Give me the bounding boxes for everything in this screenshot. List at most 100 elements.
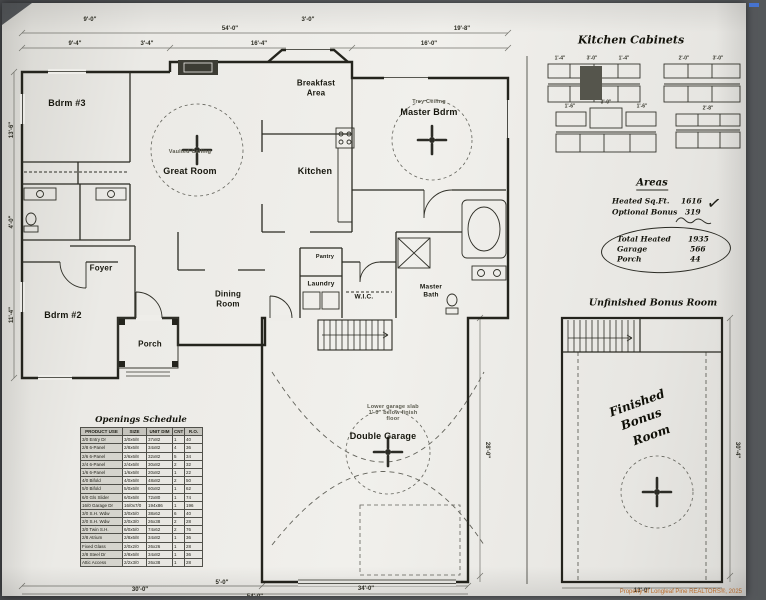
- room-label-breakfast-2: Area: [306, 88, 326, 98]
- room-label-double-garage: Double Garage: [349, 431, 417, 442]
- schedule-cell: 36: [184, 533, 203, 543]
- kitchen-cabinet-elevations: [547, 63, 741, 153]
- schedule-cell: 4/0x6/8: [122, 476, 147, 486]
- schedule-cell: 2/6x6/8: [122, 451, 147, 461]
- door-swings: [59, 189, 453, 321]
- dim-label: 4'-0": [9, 215, 15, 229]
- schedule-cell: 5/0x6/8: [122, 484, 147, 494]
- ceiling-fan-icon: [416, 124, 448, 156]
- cabinet-dim: 3'-0": [600, 99, 612, 106]
- schedule-cell: 1: [172, 541, 185, 551]
- schedule-cell: 38x62: [146, 508, 173, 519]
- schedule-cell: 5/0 Bifold: [80, 484, 123, 494]
- schedule-cell: 16/0x7/0: [122, 500, 147, 510]
- garage-door-opening: [298, 577, 456, 586]
- schedule-cell: 2/2x3/0: [122, 557, 147, 568]
- schedule-cell: 32x82: [146, 451, 173, 461]
- openings-schedule-title: Openings Schedule: [95, 415, 187, 425]
- areas-circled-label: Porch: [617, 254, 642, 264]
- ceiling-fan-icon: [641, 476, 673, 508]
- dashed-lines: [150, 99, 707, 582]
- watermark-text: Property of Longleaf Pine REALTORS®, 202…: [619, 589, 742, 595]
- schedule-header-cell: PRODUCT USE: [80, 426, 123, 437]
- dim-label: 34'-0": [357, 586, 375, 592]
- room-label-wic: W.I.C.: [354, 293, 374, 301]
- schedule-cell: 1: [172, 500, 185, 510]
- schedule-cell: 2/4 6-Panel: [80, 459, 123, 469]
- handwritten-scribble: [675, 217, 712, 225]
- schedule-header-cell: UNIT DIM: [146, 426, 173, 437]
- cabinet-dim: 1'-4": [554, 55, 566, 62]
- windows: [20, 47, 510, 380]
- note-garage-slab-1: Lower garage slab: [367, 403, 419, 410]
- schedule-cell: 1: [172, 484, 185, 494]
- dim-label: 30'-0": [131, 587, 149, 593]
- schedule-cell: 36: [184, 443, 203, 453]
- areas-circled-label: Total Heated: [617, 234, 671, 244]
- schedule-cell: 22: [184, 467, 203, 478]
- dim-label: 5'-0": [215, 580, 229, 586]
- schedule-cell: 34x82: [146, 533, 173, 543]
- dim-label: 9'-4": [68, 41, 82, 47]
- cabinet-dim: 3'-0": [712, 55, 724, 62]
- room-label-kitchen: Kitchen: [297, 166, 333, 177]
- dim-label: 30'-4": [734, 441, 740, 459]
- interior-walls: [22, 72, 506, 318]
- floorplan-linework: [10, 29, 741, 595]
- room-label-master-bath-2: Bath: [423, 291, 439, 299]
- schedule-cell: 62: [184, 484, 203, 494]
- dim-label: 54'-0": [247, 594, 263, 596]
- note-garage-slab-2: 1'-0" below finish: [368, 409, 418, 416]
- cabinet-dim: 1'-4": [618, 55, 630, 62]
- schedule-cell: 2: [172, 476, 185, 486]
- schedule-cell: 16/0 Garage Dr: [80, 500, 123, 510]
- blueprint-paper: Bdrm #3 Vaulted Ceiling Great Room Kitch…: [2, 3, 746, 596]
- schedule-header-cell: CNT: [172, 426, 185, 437]
- room-label-great-room: Great Room: [163, 166, 217, 177]
- room-label-laundry: Laundry: [307, 280, 335, 288]
- schedule-cell: 48x82: [146, 476, 173, 486]
- schedule-cell: 72x80: [146, 492, 173, 502]
- schedule-cell: Fixed Glass: [80, 541, 123, 551]
- schedule-cell: 34: [184, 451, 203, 461]
- schedule-cell: 2/8 Atrium: [80, 533, 123, 543]
- dim-label: 11'-4": [9, 307, 15, 323]
- schedule-cell: 6/0x5/0: [122, 525, 147, 535]
- areas-circled-value: 1935: [688, 234, 709, 244]
- blueprint-content: Bdrm #3 Vaulted Ceiling Great Room Kitch…: [2, 3, 746, 596]
- dim-label: 13'-0": [633, 588, 651, 594]
- dim-label: 3'-4": [140, 41, 154, 47]
- room-label-dining-2: Room: [216, 299, 240, 309]
- schedule-cell: 2/8 6-Panel: [80, 443, 123, 453]
- schedule-cell: 5: [172, 451, 185, 461]
- note-garage-slab-3: floor: [386, 415, 400, 422]
- schedule-cell: 3/0 Twin S.H.: [80, 525, 123, 535]
- schedule-cell: 2/6 6-Panel: [80, 451, 123, 461]
- schedule-cell: 3/0x5/0: [122, 508, 147, 519]
- room-label-master-bdrm: Master Bdrm: [400, 107, 458, 118]
- schedule-cell: 1: [172, 467, 185, 478]
- dim-label: 3'-0": [301, 17, 315, 23]
- schedule-cell: 32: [184, 459, 203, 469]
- room-label-bdrm2: Bdrm #2: [44, 310, 82, 321]
- schedule-cell: 2/0 S.H. Wdw: [80, 517, 123, 527]
- cabinet-dim: 1'-6": [636, 103, 648, 110]
- schedule-cell: 4: [172, 443, 185, 453]
- schedule-cell: 26x26: [146, 541, 173, 551]
- ceiling-fan-icon: [372, 436, 404, 468]
- schedule-cell: 1: [172, 435, 185, 445]
- dim-label: 28'-0": [484, 441, 490, 459]
- schedule-cell: 36: [184, 549, 203, 560]
- schedule-cell: 2/4x6/8: [122, 459, 147, 469]
- areas-title: Areas: [636, 177, 668, 191]
